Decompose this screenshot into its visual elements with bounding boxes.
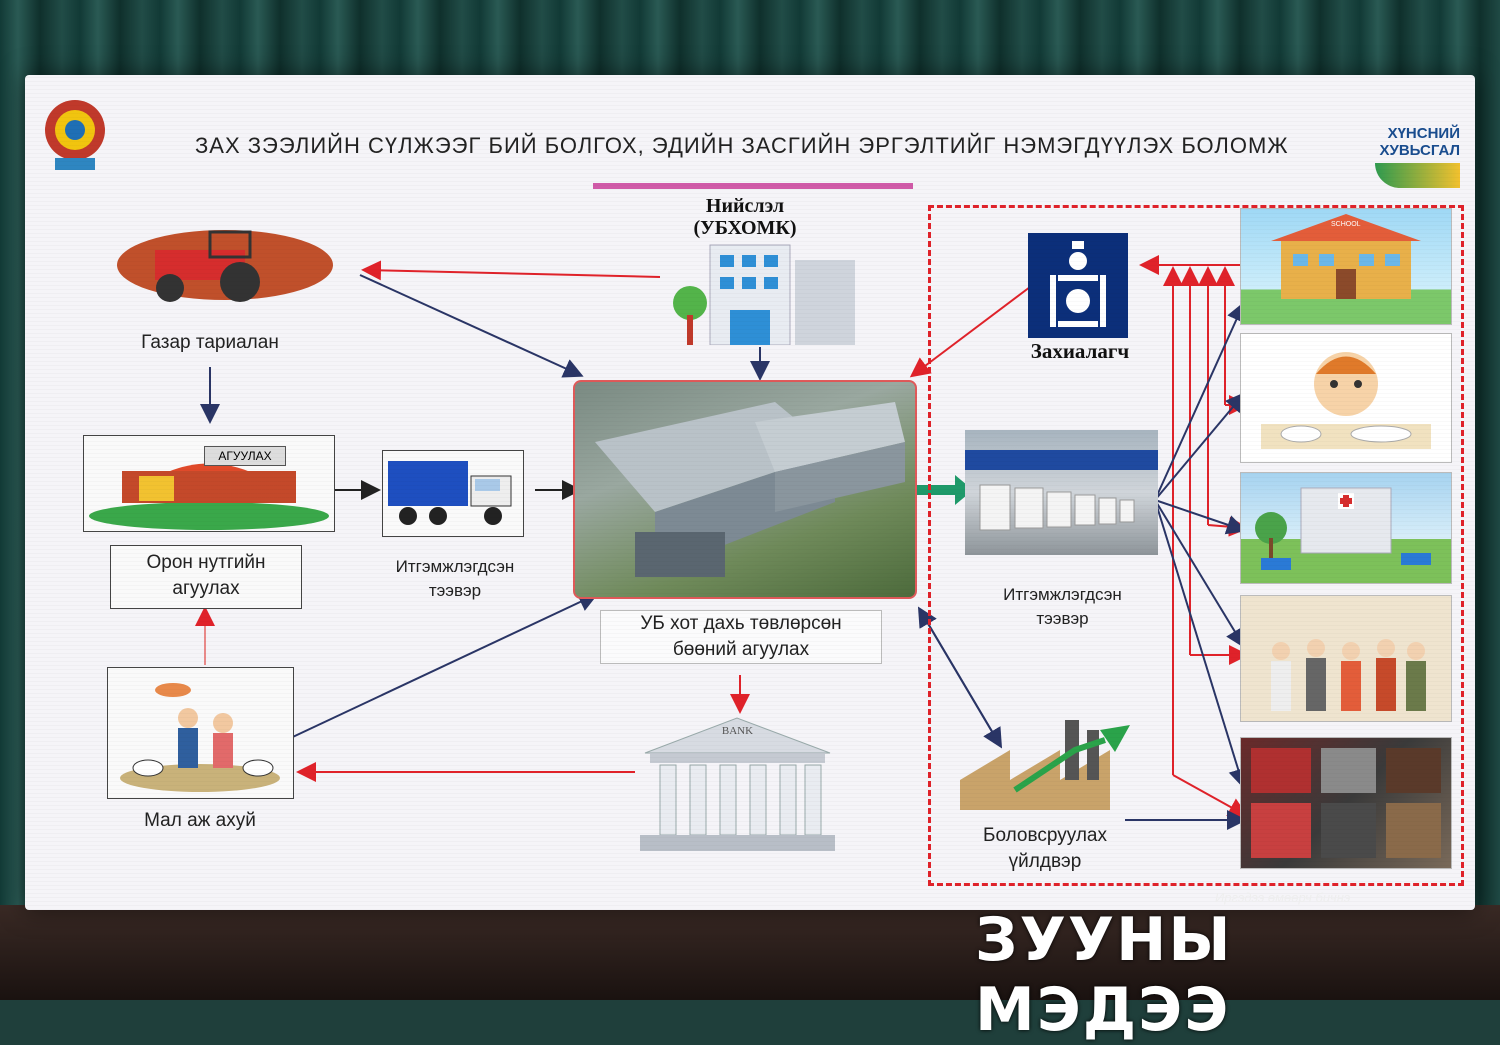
capital-label: Нийслэл (УБХОМК) bbox=[645, 195, 845, 239]
bank-sign: BANK bbox=[721, 725, 754, 737]
transport-left-label: Итгэмжлэгдсэн тээвэр bbox=[370, 555, 540, 603]
transport-right-label: Итгэмжлэгдсэн тээвэр bbox=[975, 583, 1150, 631]
local-warehouse-line-1: Орон нутгийн bbox=[146, 552, 266, 573]
truck-image-left bbox=[382, 450, 524, 537]
food-revolution-logo: ХҮНСНИЙ ХУВЬСГАЛ bbox=[1375, 125, 1460, 190]
state-emblem-icon bbox=[45, 100, 105, 170]
capital-label-line-2: (УБХОМК) bbox=[693, 217, 797, 239]
livestock-image bbox=[107, 667, 294, 799]
local-warehouse-line-2: агуулах bbox=[172, 578, 240, 599]
school-icon bbox=[1271, 214, 1421, 299]
livestock-label: Мал аж ахуй bbox=[144, 810, 256, 831]
store-shelves-icon bbox=[1251, 748, 1441, 858]
presentation-screen: ХҮНСНИЙ ХУВЬСГАЛ ЗАХ ЗЭЭЛИЙН СҮЛЖЭЭГ БИЙ… bbox=[25, 75, 1475, 910]
transport-left-line-1: Итгэмжлэгдсэн bbox=[395, 557, 515, 576]
grocery-store-image bbox=[1240, 737, 1452, 869]
central-warehouse-line-1: УБ хот дахь төвлөрсөн bbox=[640, 613, 842, 634]
flow-arrows bbox=[195, 255, 1249, 830]
processing-line-1: Боловсруулах bbox=[983, 825, 1107, 846]
consumer-zone-boundary bbox=[928, 205, 1464, 886]
title-underline bbox=[593, 183, 913, 189]
customer-label: Захиалагч bbox=[1030, 339, 1130, 363]
logo-line-2: ХУВЬСГАЛ bbox=[1379, 142, 1460, 159]
watermark-logo: ЗУУНЫ МЭДЭЭ bbox=[975, 905, 1233, 1045]
office-building-icon bbox=[673, 244, 855, 345]
bank-icon bbox=[640, 717, 835, 851]
public-servants-image bbox=[1240, 595, 1452, 722]
school-image: SCHOOL bbox=[1240, 208, 1452, 325]
farmers-icon bbox=[120, 683, 280, 792]
soyombo-icon bbox=[1050, 241, 1106, 327]
central-warehouse-line-2: бөөний агуулах bbox=[672, 639, 810, 660]
processing-label: Боловсруулах үйлдвэр bbox=[950, 823, 1140, 875]
factory-icon bbox=[960, 720, 1130, 810]
workers-icon bbox=[1271, 639, 1426, 711]
transport-left-line-2: тээвэр bbox=[428, 581, 482, 600]
processing-line-2: үйлдвэр bbox=[1008, 851, 1082, 872]
truck-icon bbox=[388, 461, 512, 525]
hospital-icon bbox=[1255, 487, 1431, 570]
central-warehouse-label: УБ хот дахь төвлөрсөн бөөний агуулах bbox=[600, 610, 882, 664]
local-warehouse-label: Орон нутгийн агуулах bbox=[110, 545, 302, 609]
stage-floor bbox=[0, 905, 1500, 1000]
kindergarten-meal-image bbox=[1240, 333, 1452, 463]
central-warehouse-photo bbox=[573, 380, 917, 599]
customer-emblem bbox=[1028, 233, 1128, 338]
warehouse-sign: АГУУЛАХ bbox=[204, 446, 286, 466]
watermark-tagline: Иргэдээ өмөөрч бичнэ bbox=[1215, 890, 1351, 905]
transport-right-photo bbox=[965, 430, 1158, 555]
capital-label-line-1: Нийслэл bbox=[705, 195, 785, 217]
tractor-icon bbox=[117, 230, 333, 302]
school-sign: SCHOOL bbox=[1331, 221, 1361, 228]
farming-label: Газар тариалан bbox=[141, 332, 279, 353]
local-warehouse-image: АГУУЛАХ bbox=[83, 435, 335, 532]
logo-swoosh bbox=[1375, 163, 1460, 188]
transport-right-line-1: Итгэмжлэгдсэн bbox=[1003, 585, 1122, 604]
logo-line-1: ХҮНСНИЙ bbox=[1387, 125, 1460, 142]
slide-title: ЗАХ ЗЭЭЛИЙН СҮЛЖЭЭГ БИЙ БОЛГОХ, ЭДИЙН ЗА… bbox=[195, 133, 1289, 158]
hospital-image bbox=[1240, 472, 1452, 584]
child-eating-icon bbox=[1261, 352, 1431, 449]
transport-right-line-2: тээвэр bbox=[1036, 609, 1089, 628]
